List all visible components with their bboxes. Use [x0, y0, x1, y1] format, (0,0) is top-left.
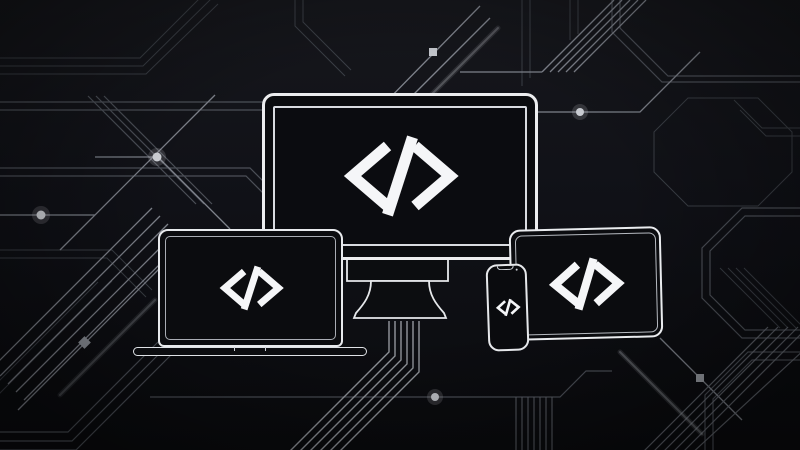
code-icon: [495, 298, 521, 317]
monitor-screen: [273, 106, 527, 246]
code-icon: [548, 256, 625, 311]
trace-nodes: [32, 48, 704, 405]
tablet-device: [508, 226, 664, 341]
phone-notch-icon: [496, 264, 514, 271]
laptop-hinge-notch: [234, 347, 266, 351]
laptop-base: [133, 347, 367, 356]
monitor-stand: [346, 259, 449, 319]
tablet-screen: [514, 231, 658, 336]
code-icon: [343, 135, 459, 217]
phone-camera-icon: [515, 268, 518, 271]
laptop-screen: [165, 236, 336, 340]
laptop-device: [158, 229, 343, 347]
monitor-cable: [290, 321, 420, 450]
code-icon: [219, 265, 284, 311]
phone-device: [485, 263, 530, 352]
